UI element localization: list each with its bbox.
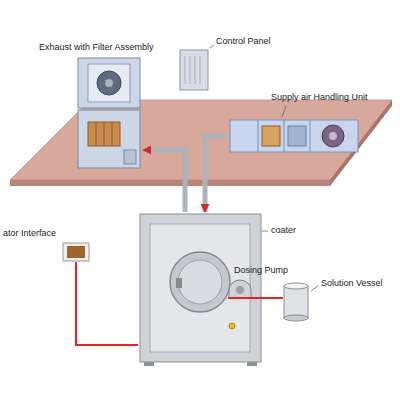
ahu-casing xyxy=(230,120,358,152)
ahu-fan xyxy=(322,125,344,147)
equipment-label: Exhaust with Filter Assembly xyxy=(38,42,155,53)
equipment-node: Exhaust with Filter Assembly xyxy=(75,55,143,170)
air-duct xyxy=(143,150,185,212)
filter-door xyxy=(124,150,136,164)
leader-line xyxy=(210,45,214,48)
exhaust-hood xyxy=(88,64,130,102)
coater-button xyxy=(229,323,235,329)
coater-front xyxy=(150,224,250,352)
filter-pleat xyxy=(96,122,97,146)
fan-hub xyxy=(105,79,113,87)
vessel-top xyxy=(284,283,308,289)
hmi-screen xyxy=(67,246,85,258)
exhaust-upper xyxy=(78,58,140,108)
equipment-label: Dosing Pump xyxy=(233,265,289,276)
leader-line xyxy=(311,286,318,291)
pump-housing xyxy=(229,280,251,298)
door-hinge xyxy=(176,278,182,288)
floor-top xyxy=(10,100,392,180)
hmi-frame xyxy=(63,243,89,261)
air-handling-unit xyxy=(230,106,358,152)
pump-head xyxy=(236,286,244,294)
equipment-node: Solution Vessel xyxy=(283,283,309,321)
control-panel xyxy=(180,45,214,90)
solution-vessel xyxy=(284,283,318,321)
ahu-section xyxy=(258,120,259,152)
dosing-pump xyxy=(229,280,251,298)
coater-door xyxy=(170,252,230,312)
panel-cabinet xyxy=(180,50,208,90)
equipment-node: Dosing Pump xyxy=(228,280,252,300)
equipment-label: ator Interface xyxy=(2,228,57,239)
coater-machine xyxy=(140,214,268,366)
panel-slat xyxy=(185,56,186,84)
fan-hub xyxy=(329,132,337,140)
coater-foot xyxy=(247,362,257,366)
ahu-coil xyxy=(288,126,306,146)
door-glass xyxy=(178,260,222,304)
leader-line xyxy=(282,106,286,117)
floor-slab xyxy=(10,100,392,186)
vessel-bottom xyxy=(284,315,308,321)
equipment-label: Supply air Handling Unit xyxy=(270,92,369,103)
operator-interface xyxy=(63,243,89,261)
exhaust-unit xyxy=(78,58,140,168)
ahu-filter xyxy=(262,126,280,146)
floor-edge xyxy=(10,180,330,186)
equipment-node: Control Panel xyxy=(178,48,210,92)
vessel-body xyxy=(284,286,308,318)
filter-housing xyxy=(78,110,140,168)
panel-slat xyxy=(190,56,191,84)
ahu-section xyxy=(310,120,311,152)
solution-line xyxy=(252,297,283,299)
coater-body xyxy=(140,214,261,362)
equipment-label: coater xyxy=(270,225,297,236)
filter-pleat xyxy=(112,122,113,146)
exhaust-fan xyxy=(97,71,121,95)
equipment-label: Solution Vessel xyxy=(320,278,384,289)
air-duct xyxy=(205,136,228,212)
equipment-label: Control Panel xyxy=(215,36,272,47)
panel-slat xyxy=(200,56,201,84)
leader-line xyxy=(262,231,268,232)
ahu-section xyxy=(284,120,285,152)
equipment-node: coater xyxy=(138,212,263,364)
filter-pleat xyxy=(104,122,105,146)
equipment-node: Supply air Handling Unit xyxy=(228,118,360,154)
panel-slat xyxy=(195,56,196,84)
equipment-node: ator Interface xyxy=(62,242,90,262)
solution-line xyxy=(76,262,138,345)
filter-element xyxy=(88,122,120,146)
coater-foot xyxy=(144,362,154,366)
